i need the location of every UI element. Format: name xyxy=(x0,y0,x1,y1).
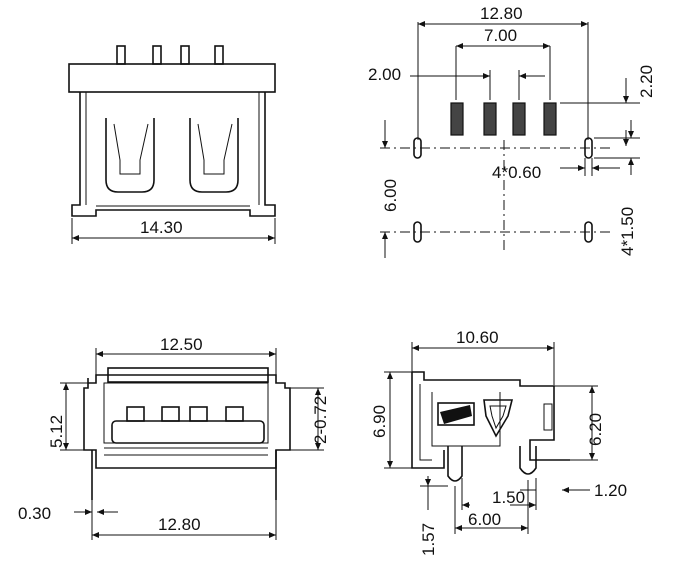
side-body xyxy=(411,371,570,469)
side-dim-1-20-label: 1.20 xyxy=(594,481,627,500)
end-contact xyxy=(126,406,145,422)
side-height-right-label: 6.20 xyxy=(586,413,605,446)
end-tongue xyxy=(111,420,265,444)
side-contact-block xyxy=(437,402,475,426)
fp-pad xyxy=(543,102,557,136)
side-latch-inner xyxy=(489,405,507,430)
end-contact xyxy=(189,406,208,422)
front-pin xyxy=(180,45,190,65)
end-top-label: 12.50 xyxy=(160,335,203,354)
end-height-label: 5.12 xyxy=(47,415,66,448)
end-legs xyxy=(91,450,277,500)
fp-slot-width-extension xyxy=(584,158,593,176)
side-dim-6-00-label: 6.00 xyxy=(468,510,501,529)
end-thickness-label: 0.30 xyxy=(18,504,51,523)
end-tolerance-label: 2-0.72 xyxy=(311,396,330,444)
fp-inner-label: 7.00 xyxy=(484,26,517,45)
side-length-label: 10.60 xyxy=(456,328,499,347)
side-pin-front xyxy=(447,446,463,482)
front-inner-walls xyxy=(85,92,260,205)
fp-row-label: 6.00 xyxy=(381,179,400,212)
end-contact xyxy=(225,406,244,422)
end-bottom-label: 12.80 xyxy=(158,515,201,534)
front-pin xyxy=(152,45,162,65)
front-latch-left-inner xyxy=(113,123,149,175)
side-latch xyxy=(483,399,514,438)
front-body xyxy=(71,92,276,217)
end-contact xyxy=(161,406,180,422)
front-housing-top xyxy=(68,63,276,93)
side-view: 10.60 6.90 6.20 1.20 1.50 xyxy=(370,328,627,556)
fp-overall-extension xyxy=(417,22,589,140)
side-contact-spring xyxy=(440,405,472,424)
fp-pitch-extension xyxy=(489,70,520,100)
fp-pad xyxy=(512,102,526,136)
end-base-lines xyxy=(104,447,268,456)
side-height-left-label: 6.90 xyxy=(370,405,389,438)
front-view: 14.30 xyxy=(68,45,276,244)
end-body xyxy=(83,374,291,469)
fp-pad xyxy=(483,102,497,136)
side-dim-1-50-label: 1.50 xyxy=(492,488,525,507)
fp-overall-label: 12.80 xyxy=(480,4,523,23)
side-pin-rear xyxy=(519,446,537,475)
fp-slot-width-label: 4*0.60 xyxy=(492,163,541,182)
end-view: 12.50 5.12 2-0.72 0.30 12.80 xyxy=(18,335,330,540)
footprint-view: 12.80 7.00 2.00 2.20 6.00 xyxy=(368,4,656,258)
front-latch-left xyxy=(105,118,155,193)
fp-offset-label: 2.20 xyxy=(637,65,656,98)
side-dim-1-57-label: 1.57 xyxy=(419,523,438,556)
end-top-rail xyxy=(107,367,269,383)
front-width-label: 14.30 xyxy=(140,218,183,237)
front-latch-right-inner xyxy=(197,123,233,175)
side-cavity xyxy=(431,392,501,447)
fp-pitch-label: 2.00 xyxy=(368,65,401,84)
fp-inner-extension xyxy=(455,46,551,100)
side-front-wall xyxy=(419,384,432,461)
fp-slot-length-label: 4*1.50 xyxy=(618,207,637,256)
front-latch-right xyxy=(189,118,239,193)
fp-pad xyxy=(450,102,464,136)
side-right-tab xyxy=(543,403,553,431)
front-pin xyxy=(116,45,126,65)
front-pin xyxy=(214,45,224,65)
